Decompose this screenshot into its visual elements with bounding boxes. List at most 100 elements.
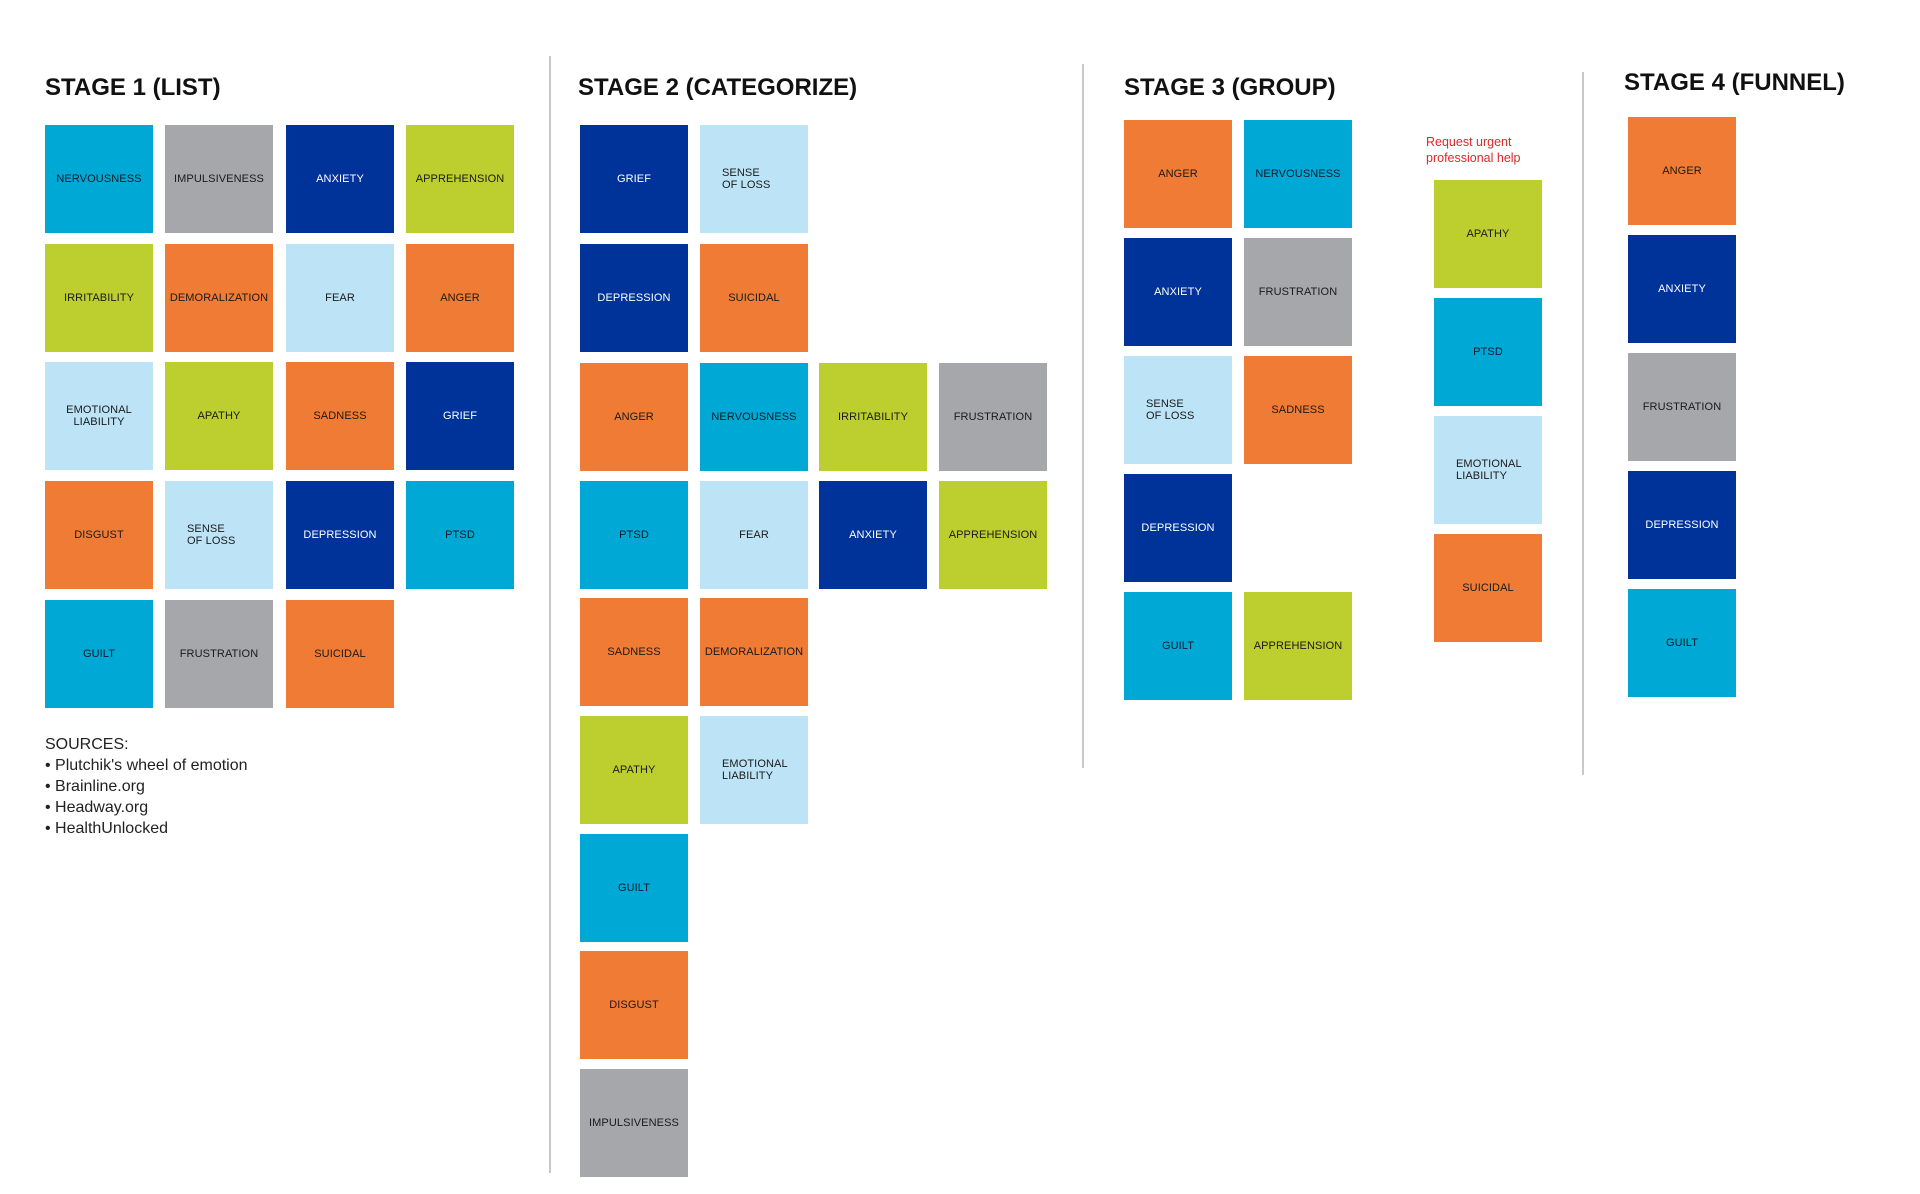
stage-divider-1 — [549, 56, 551, 1173]
stage2-card-depression[interactable]: DEPRESSION — [580, 244, 688, 352]
stage3-card-anger[interactable]: ANGER — [1124, 120, 1232, 228]
card-label: APATHY — [197, 410, 241, 422]
stage1-card-disgust[interactable]: DISGUST — [45, 481, 153, 589]
stage2-card-anger[interactable]: ANGER — [580, 363, 688, 471]
card-label: IMPULSIVENESS — [174, 173, 264, 185]
stage2-card-impulsiveness[interactable]: IMPULSIVENESS — [580, 1069, 688, 1177]
stage1-card-suicidal[interactable]: SUICIDAL — [286, 600, 394, 708]
stage4-card-frustration[interactable]: FRUSTRATION — [1628, 353, 1736, 461]
stage1-card-apathy[interactable]: APATHY — [165, 362, 273, 470]
stage4-card-guilt[interactable]: GUILT — [1628, 589, 1736, 697]
stage1-card-fear[interactable]: FEAR — [286, 244, 394, 352]
stage3-card-ptsd[interactable]: PTSD — [1434, 298, 1542, 406]
source-item: Plutchik's wheel of emotion — [45, 755, 247, 776]
card-label: SENSE OF LOSS — [187, 523, 236, 547]
card-label: SUICIDAL — [1462, 582, 1514, 594]
stage2-card-guilt[interactable]: GUILT — [580, 834, 688, 942]
stage2-card-ptsd[interactable]: PTSD — [580, 481, 688, 589]
stage1-card-irritability[interactable]: IRRITABILITY — [45, 244, 153, 352]
stage4-card-anxiety[interactable]: ANXIETY — [1628, 235, 1736, 343]
card-label: APATHY — [612, 764, 656, 776]
card-label: APPREHENSION — [1253, 640, 1343, 652]
stage2-card-irritability[interactable]: IRRITABILITY — [819, 363, 927, 471]
stage2-card-apprehension[interactable]: APPREHENSION — [939, 481, 1047, 589]
stage1-card-demoralization[interactable]: DEMORALIZATION — [165, 244, 273, 352]
stage2-card-disgust[interactable]: DISGUST — [580, 951, 688, 1059]
stage1-card-impulsiveness[interactable]: IMPULSIVENESS — [165, 125, 273, 233]
stage3-card-nervousness[interactable]: NERVOUSNESS — [1244, 120, 1352, 228]
card-label: PTSD — [619, 529, 649, 541]
stage1-card-sadness[interactable]: SADNESS — [286, 362, 394, 470]
stage2-card-sadness[interactable]: SADNESS — [580, 598, 688, 706]
stage3-card-guilt[interactable]: GUILT — [1124, 592, 1232, 700]
card-label: SADNESS — [1271, 404, 1325, 416]
stage1-card-apprehension[interactable]: APPREHENSION — [406, 125, 514, 233]
card-label: APATHY — [1466, 228, 1510, 240]
stage2-card-anxiety[interactable]: ANXIETY — [819, 481, 927, 589]
stage1-card-frustration[interactable]: FRUSTRATION — [165, 600, 273, 708]
stage1-card-guilt[interactable]: GUILT — [45, 600, 153, 708]
stage2-card-sense-of-loss[interactable]: SENSE OF LOSS — [700, 125, 808, 233]
card-label: ANXIETY — [849, 529, 897, 541]
card-label: EMOTIONAL LIABILITY — [722, 758, 788, 782]
stage2-card-apathy[interactable]: APATHY — [580, 716, 688, 824]
card-label: NERVOUSNESS — [1255, 168, 1341, 180]
stage3-card-frustration[interactable]: FRUSTRATION — [1244, 238, 1352, 346]
card-label: IRRITABILITY — [63, 292, 135, 304]
stage1-card-depression[interactable]: DEPRESSION — [286, 481, 394, 589]
stage2-card-suicidal[interactable]: SUICIDAL — [700, 244, 808, 352]
card-label: EMOTIONAL LIABILITY — [66, 404, 132, 428]
stage2-card-frustration[interactable]: FRUSTRATION — [939, 363, 1047, 471]
stage2-card-fear[interactable]: FEAR — [700, 481, 808, 589]
source-item: Headway.org — [45, 797, 248, 818]
card-label: DEPRESSION — [1645, 519, 1719, 531]
stage3-card-apathy[interactable]: APATHY — [1434, 180, 1542, 288]
card-label: GUILT — [617, 882, 651, 894]
stage1-card-anger[interactable]: ANGER — [406, 244, 514, 352]
stage4-card-depression[interactable]: DEPRESSION — [1628, 471, 1736, 579]
stage3-card-apprehension[interactable]: APPREHENSION — [1244, 592, 1352, 700]
stage2-card-emotional-liability[interactable]: EMOTIONAL LIABILITY — [700, 716, 808, 824]
stage2-card-nervousness[interactable]: NERVOUSNESS — [700, 363, 808, 471]
card-label: SENSE OF LOSS — [1146, 398, 1195, 422]
source-item: HealthUnlocked — [45, 818, 248, 839]
card-label: IRRITABILITY — [837, 411, 909, 423]
card-label: SENSE OF LOSS — [722, 167, 771, 191]
card-label: ANGER — [1158, 168, 1198, 180]
card-label: IMPULSIVENESS — [589, 1117, 679, 1129]
stage3-card-sense-of-loss[interactable]: SENSE OF LOSS — [1124, 356, 1232, 464]
card-label: ANGER — [1662, 165, 1702, 177]
card-label: ANGER — [614, 411, 654, 423]
card-label: FRUSTRATION — [953, 411, 1033, 423]
stage3-card-sadness[interactable]: SADNESS — [1244, 356, 1352, 464]
stage-divider-2 — [1082, 64, 1084, 768]
stage1-card-ptsd[interactable]: PTSD — [406, 481, 514, 589]
stage3-card-suicidal[interactable]: SUICIDAL — [1434, 534, 1542, 642]
card-label: GUILT — [1161, 640, 1195, 652]
stage1-card-sense-of-loss[interactable]: SENSE OF LOSS — [165, 481, 273, 589]
card-label: ANXIETY — [1658, 283, 1706, 295]
card-label: DISGUST — [609, 999, 659, 1011]
card-label: FRUSTRATION — [1642, 401, 1722, 413]
card-label: PTSD — [445, 529, 475, 541]
stage1-card-emotional-liability[interactable]: EMOTIONAL LIABILITY — [45, 362, 153, 470]
card-label: SADNESS — [313, 410, 367, 422]
card-label: FRUSTRATION — [1258, 286, 1338, 298]
card-label: ANGER — [440, 292, 480, 304]
stage2-card-demoralization[interactable]: DEMORALIZATION — [700, 598, 808, 706]
card-label: DEPRESSION — [1141, 522, 1215, 534]
card-label: SADNESS — [607, 646, 661, 658]
card-label: APPREHENSION — [948, 529, 1038, 541]
card-label: DEMORALIZATION — [169, 292, 269, 304]
stage1-card-nervousness[interactable]: NERVOUSNESS — [45, 125, 153, 233]
stage3-card-depression[interactable]: DEPRESSION — [1124, 474, 1232, 582]
stage3-card-anxiety[interactable]: ANXIETY — [1124, 238, 1232, 346]
stage2-card-grief[interactable]: GRIEF — [580, 125, 688, 233]
card-label: PTSD — [1473, 346, 1503, 358]
card-label: DEMORALIZATION — [704, 646, 804, 658]
stage4-card-anger[interactable]: ANGER — [1628, 117, 1736, 225]
stage3-card-emotional-liability[interactable]: EMOTIONAL LIABILITY — [1434, 416, 1542, 524]
stage1-card-grief[interactable]: GRIEF — [406, 362, 514, 470]
stage1-card-anxiety[interactable]: ANXIETY — [286, 125, 394, 233]
card-label: APPREHENSION — [415, 173, 505, 185]
